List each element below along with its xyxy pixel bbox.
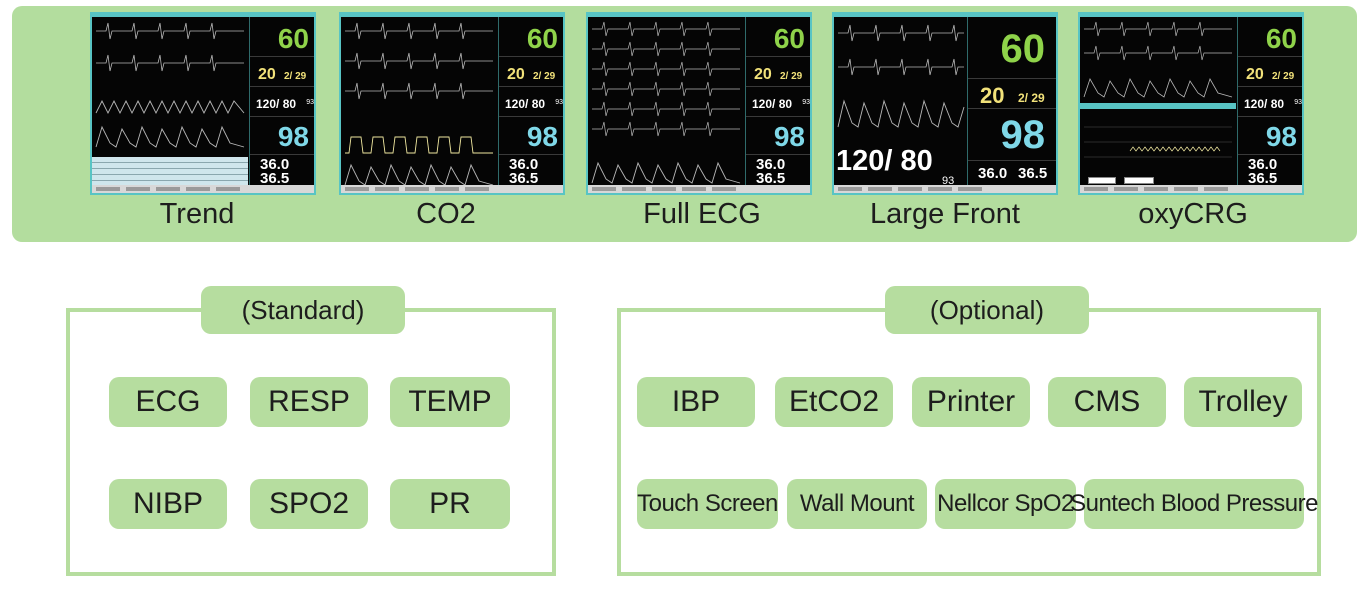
oxycrg-time-select bbox=[1088, 177, 1116, 184]
nibp-value: 120/ 80 bbox=[752, 97, 793, 111]
rr-value: 20 bbox=[258, 66, 276, 83]
rr-value: 20 bbox=[507, 66, 525, 83]
option-nellcor-spo2: Nellcor SpO2 bbox=[935, 479, 1076, 529]
spo2-value: 98 bbox=[1265, 121, 1297, 152]
trend-table bbox=[92, 157, 248, 187]
temp2-value: 36.5 bbox=[756, 170, 786, 187]
rr-value: 20 bbox=[980, 83, 1005, 108]
feature-nibp: NIBP bbox=[109, 479, 227, 529]
option-touch-screen: Touch Screen bbox=[637, 479, 778, 529]
option-trolley: Trolley bbox=[1184, 377, 1302, 427]
feature-resp: RESP bbox=[250, 377, 368, 427]
option-etco2: EtCO2 bbox=[775, 377, 893, 427]
nibp-map-value: 93 bbox=[306, 99, 314, 106]
option-wall-mount: Wall Mount bbox=[787, 479, 927, 529]
nibp-large-value: 120/ 80 bbox=[836, 145, 933, 177]
menu-bar bbox=[834, 185, 1056, 193]
spo2-value: 98 bbox=[526, 121, 558, 152]
caption-large-front: Large Front bbox=[870, 198, 1020, 230]
nibp-value: 120/ 80 bbox=[505, 97, 546, 111]
optional-title: (Optional) bbox=[885, 286, 1089, 334]
hr-value: 60 bbox=[526, 23, 558, 54]
nibp-value: 120/ 80 bbox=[1244, 97, 1285, 111]
waveform-area bbox=[1083, 21, 1233, 158]
waveform-area bbox=[837, 24, 965, 128]
parameter-panel: 60 20 2/ 29 98 36.0 36.5 bbox=[967, 17, 1056, 187]
rr-value: 20 bbox=[1246, 66, 1264, 83]
rr-sub-value: 2/ 29 bbox=[780, 71, 803, 82]
menu-bar bbox=[1080, 185, 1302, 193]
option-cms: CMS bbox=[1048, 377, 1166, 427]
hr-value: 60 bbox=[277, 23, 309, 54]
menu-bar bbox=[92, 185, 314, 193]
nibp-value: 120/ 80 bbox=[256, 97, 297, 111]
hr-value: 60 bbox=[773, 23, 805, 54]
waveform-area bbox=[344, 22, 494, 186]
rr-sub-value: 2/ 29 bbox=[1018, 91, 1045, 105]
standard-features-box bbox=[66, 308, 556, 576]
standard-title: (Standard) bbox=[201, 286, 405, 334]
hr-value: 60 bbox=[1265, 23, 1297, 54]
temp2-value: 36.5 bbox=[1248, 170, 1278, 187]
option-printer: Printer bbox=[912, 377, 1030, 427]
rr-value: 20 bbox=[754, 66, 772, 83]
caption-co2: CO2 bbox=[416, 198, 476, 230]
oxycrg-resp-select bbox=[1124, 177, 1154, 184]
caption-trend: Trend bbox=[159, 198, 235, 230]
spo2-value: 98 bbox=[773, 121, 805, 152]
option-suntech-blood-pressure: Suntech Blood Pressure bbox=[1070, 479, 1318, 529]
temp1-value: 36.0 bbox=[756, 156, 786, 173]
rr-sub-value: 2/ 29 bbox=[533, 71, 556, 82]
temp2-value: 36.5 bbox=[1018, 165, 1048, 182]
nibp-map-value: 93 bbox=[1294, 99, 1302, 106]
temp2-value: 36.5 bbox=[509, 170, 539, 187]
oxycrg-header bbox=[1080, 103, 1236, 109]
caption-full-ecg: Full ECG bbox=[643, 198, 761, 230]
optional-features-box bbox=[617, 308, 1321, 576]
temp1-value: 36.0 bbox=[260, 156, 290, 173]
nibp-map-value: 93 bbox=[802, 99, 810, 106]
feature-pr: PR bbox=[390, 479, 510, 529]
feature-temp: TEMP bbox=[390, 377, 510, 427]
monitor-screen-large-front: 120/ 80 93 60 20 2/ 29 98 36.0 36.5 bbox=[832, 12, 1058, 195]
feature-ecg: ECG bbox=[109, 377, 227, 427]
menu-bar bbox=[588, 185, 810, 193]
rr-sub-value: 2/ 29 bbox=[284, 71, 307, 82]
waveform-area bbox=[591, 21, 741, 184]
caption-oxycrg: oxyCRG bbox=[1138, 198, 1248, 230]
temp2-value: 36.5 bbox=[260, 170, 290, 187]
nibp-map-value: 93 bbox=[555, 99, 563, 106]
nibp-large-map-value: 93 bbox=[942, 175, 955, 187]
hr-value: 60 bbox=[1000, 27, 1046, 71]
rr-sub-value: 2/ 29 bbox=[1272, 71, 1295, 82]
menu-bar bbox=[341, 185, 563, 193]
spo2-value: 98 bbox=[1000, 113, 1046, 157]
temp1-value: 36.0 bbox=[509, 156, 539, 173]
spo2-value: 98 bbox=[277, 121, 309, 152]
temp1-value: 36.0 bbox=[978, 165, 1008, 182]
temp1-value: 36.0 bbox=[1248, 156, 1278, 173]
feature-spo2: SPO2 bbox=[250, 479, 368, 529]
option-ibp: IBP bbox=[637, 377, 755, 427]
waveform-area bbox=[95, 22, 245, 148]
